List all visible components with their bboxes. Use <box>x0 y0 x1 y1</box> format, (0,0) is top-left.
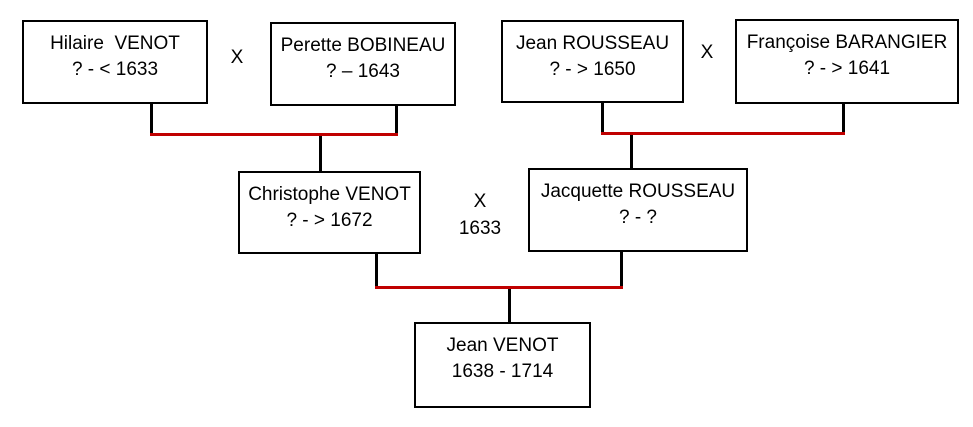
person-dates: ? - > 1650 <box>549 59 636 80</box>
marriage-symbol-venot-rousseau: X 1633 <box>448 188 512 242</box>
person-name: Jean VENOT <box>446 335 559 356</box>
connector-descent-jacquette <box>630 135 633 168</box>
person-box-jacquette-rousseau: Jacquette ROUSSEAU ? - ? <box>528 168 748 252</box>
union-line-venot-rousseau <box>375 286 623 289</box>
person-dates: ? - > 1672 <box>286 210 373 231</box>
marriage-x: X <box>700 42 714 63</box>
union-line-venot-bobineau <box>150 133 398 136</box>
person-dates: ? - ? <box>618 207 658 228</box>
connector-drop-hilaire <box>150 103 153 136</box>
person-box-jean-venot: Jean VENOT 1638 - 1714 <box>414 322 591 408</box>
marriage-symbol-venot-bobineau: X <box>222 44 252 71</box>
person-dates: ? - > 1641 <box>803 58 891 79</box>
marriage-symbol-rousseau-barangier: X <box>692 39 722 66</box>
connector-drop-francoise <box>842 103 845 135</box>
marriage-x: X <box>230 47 244 68</box>
person-box-francoise-barangier: Françoise BARANGIER ? - > 1641 <box>735 19 959 104</box>
person-name: Hilaire VENOT <box>50 33 180 54</box>
connector-descent-christophe <box>319 136 322 171</box>
marriage-year: 1633 <box>458 218 502 239</box>
connector-drop-christophe <box>375 253 378 289</box>
person-box-perette-bobineau: Perette BOBINEAU ? – 1643 <box>270 22 456 106</box>
person-dates: ? - < 1633 <box>71 59 159 80</box>
person-name: Christophe VENOT <box>248 184 411 205</box>
connector-descent-jean-venot <box>508 289 511 322</box>
person-box-hilaire-venot: Hilaire VENOT ? - < 1633 <box>22 20 208 104</box>
person-name: Françoise BARANGIER <box>746 32 948 53</box>
person-name: Perette BOBINEAU <box>280 35 446 56</box>
connector-drop-jean-rousseau <box>601 102 604 135</box>
person-name: Jacquette ROUSSEAU <box>540 181 736 202</box>
person-box-jean-rousseau: Jean ROUSSEAU ? - > 1650 <box>501 20 684 103</box>
connector-drop-perette <box>395 105 398 136</box>
person-name: Jean ROUSSEAU <box>515 33 670 54</box>
union-line-rousseau-barangier <box>601 132 845 135</box>
person-box-christophe-venot: Christophe VENOT ? - > 1672 <box>238 171 421 254</box>
connector-drop-jacquette <box>620 251 623 289</box>
person-dates: 1638 - 1714 <box>451 361 554 382</box>
marriage-x: X <box>473 191 487 212</box>
person-dates: ? – 1643 <box>326 61 400 82</box>
